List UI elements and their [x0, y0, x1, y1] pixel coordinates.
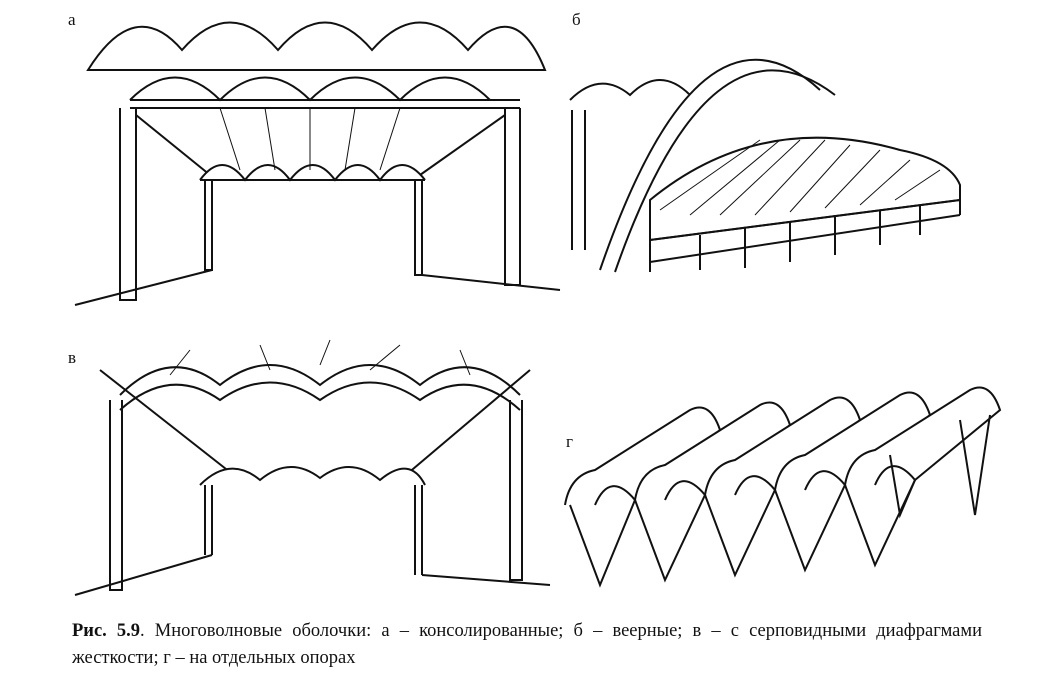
- panel-b-fan-shells: [569, 58, 961, 273]
- panel-a-cantilevered-shells: [74, 21, 561, 306]
- panel-label-b: б: [572, 10, 581, 29]
- panel-label-c: в: [68, 348, 77, 367]
- panel-c-sickle-diaphragm-shells: [74, 339, 551, 596]
- figure-drawings: [74, 21, 1002, 596]
- figure-caption: Рис. 5.9. Многоволновые оболочки: а – ко…: [72, 618, 982, 672]
- panel-label-d: г: [566, 432, 573, 451]
- panel-d-shells-on-separate-supports: [564, 386, 1002, 588]
- caption-text: . Многоволновые оболочки: а – консолиров…: [72, 621, 982, 668]
- figure-number: Рис. 5.9: [72, 621, 141, 641]
- panel-label-a: а: [68, 10, 76, 29]
